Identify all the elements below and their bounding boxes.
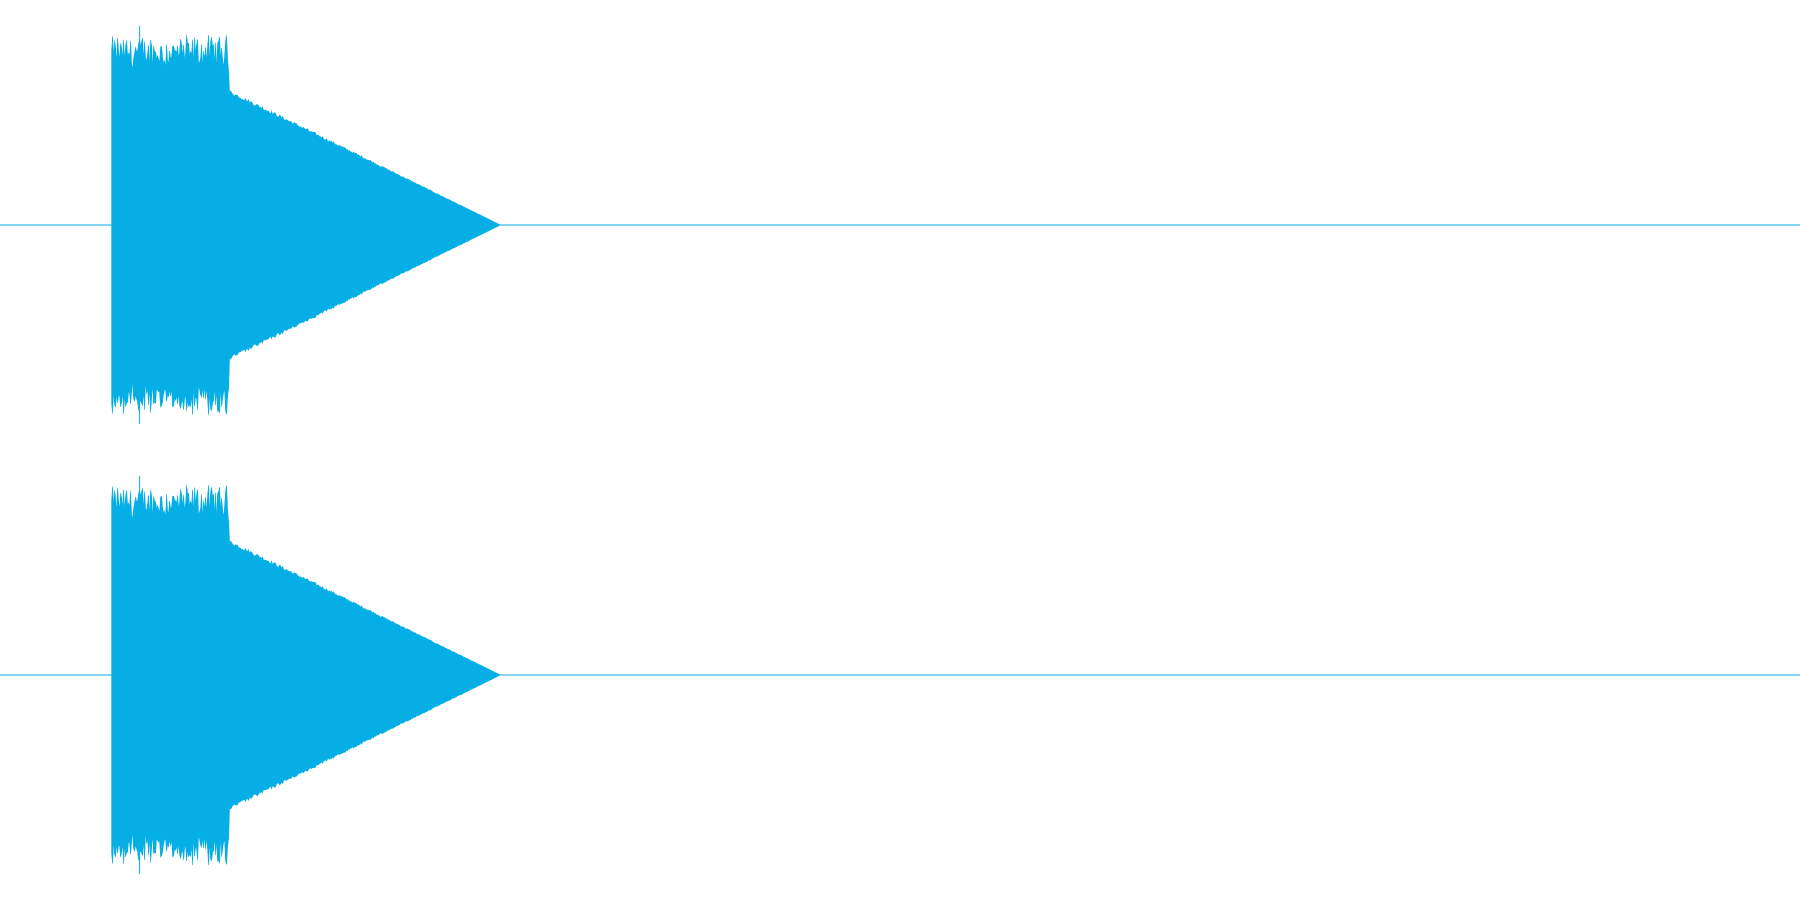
waveform-envelope [111, 35, 502, 416]
channel-1-waveform [0, 26, 1800, 424]
waveform-envelope [111, 485, 502, 866]
channel-2-waveform [0, 476, 1800, 874]
